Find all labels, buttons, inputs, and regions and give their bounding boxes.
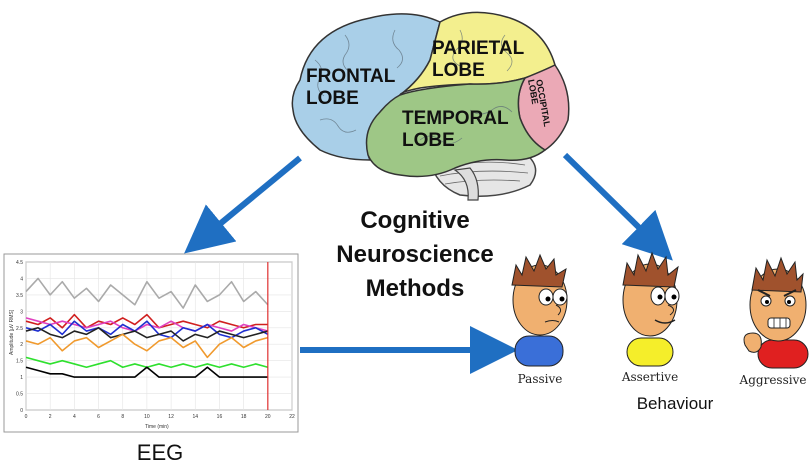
label-passive: Passive — [517, 372, 563, 386]
brain-illustration: FRONTAL LOBE PARIETAL LOBE TEMPORAL LOBE… — [291, 11, 570, 201]
eeg-series-line-8 — [25, 366, 268, 378]
aggressive-teeth — [767, 317, 791, 329]
center-title-line-1: Cognitive — [360, 207, 470, 234]
label-assertive: Assertive — [621, 370, 679, 384]
person-aggressive — [743, 256, 809, 369]
temporal-lobe-label: TEMPORAL — [402, 108, 509, 129]
x-tick-label: 22 — [289, 414, 295, 420]
arrow-brain-to-behaviour — [562, 152, 673, 261]
arrow-brain-to-eeg — [184, 155, 302, 254]
x-tick-label: 10 — [144, 414, 150, 420]
eeg-series-line-2 — [25, 313, 268, 329]
y-tick-label: 4.5 — [16, 260, 23, 266]
x-tick-label: 2 — [49, 414, 52, 420]
center-title-line-3: Methods — [365, 275, 465, 302]
x-tick-label: 16 — [217, 414, 223, 420]
eeg-caption: EEG — [136, 440, 184, 465]
center-title-line-2: Neuroscience — [336, 241, 494, 268]
behaviour-caption: Behaviour — [636, 394, 714, 413]
parietal-lobe-label: PARIETAL — [432, 38, 525, 59]
y-tick-label: 0 — [20, 408, 23, 414]
aggressive-fist — [743, 332, 762, 353]
x-tick-label: 14 — [192, 414, 198, 420]
brainstem — [453, 167, 479, 201]
eeg-series-line-6 — [25, 333, 269, 359]
passive-shirt — [514, 335, 564, 367]
x-tick-label: 12 — [168, 414, 174, 420]
eeg-y-axis-label: Amplitude [µV RMS] — [9, 309, 15, 355]
y-tick-label: 2 — [20, 342, 23, 348]
frontal-lobe-label: FRONTAL — [306, 66, 396, 87]
aggressive-hair — [751, 256, 804, 293]
y-tick-label: 4 — [20, 276, 23, 282]
x-tick-label: 4 — [73, 414, 76, 420]
y-tick-label: 2.5 — [16, 326, 23, 332]
y-tick-label: 0.5 — [16, 392, 23, 398]
occipital-lobe-label-2: LOBE — [526, 79, 540, 105]
parietal-lobe-label-2: LOBE — [432, 60, 485, 81]
eeg-chart: 4.5 4 3.5 3 2.5 2 1.5 1 0.5 0 0 2 4 6 8 10 12 14 16 18 20 22… — [3, 253, 299, 433]
arrows — [184, 152, 673, 374]
eeg-series-line-4 — [25, 320, 269, 339]
x-tick-label: 6 — [97, 414, 100, 420]
frontal-lobe-label-2: LOBE — [306, 88, 359, 109]
x-tick-label: 8 — [121, 414, 124, 420]
y-tick-label: 3.5 — [16, 293, 23, 299]
label-aggressive: Aggressive — [739, 373, 807, 387]
assertive-shirt — [626, 337, 674, 367]
y-tick-label: 1 — [20, 375, 23, 381]
eeg-series-line-5 — [25, 326, 269, 342]
temporal-lobe — [365, 76, 547, 178]
eeg-x-axis-label: Time (min) — [145, 424, 169, 430]
passive-hair — [511, 253, 567, 288]
x-tick-label: 20 — [265, 414, 271, 420]
person-assertive — [622, 251, 680, 367]
x-tick-label: 0 — [25, 414, 28, 420]
x-tick-label: 18 — [241, 414, 247, 420]
person-passive — [511, 253, 568, 367]
assertive-hair — [622, 251, 679, 288]
y-tick-label: 3 — [20, 309, 23, 315]
eeg-series-line-1 — [25, 277, 269, 309]
y-tick-label: 1.5 — [16, 359, 23, 365]
eeg-series-line-3 — [25, 317, 269, 332]
center-title: Cognitive Neuroscience Methods — [330, 204, 500, 306]
temporal-lobe-label-2: LOBE — [402, 130, 455, 151]
aggressive-shirt — [757, 339, 809, 369]
